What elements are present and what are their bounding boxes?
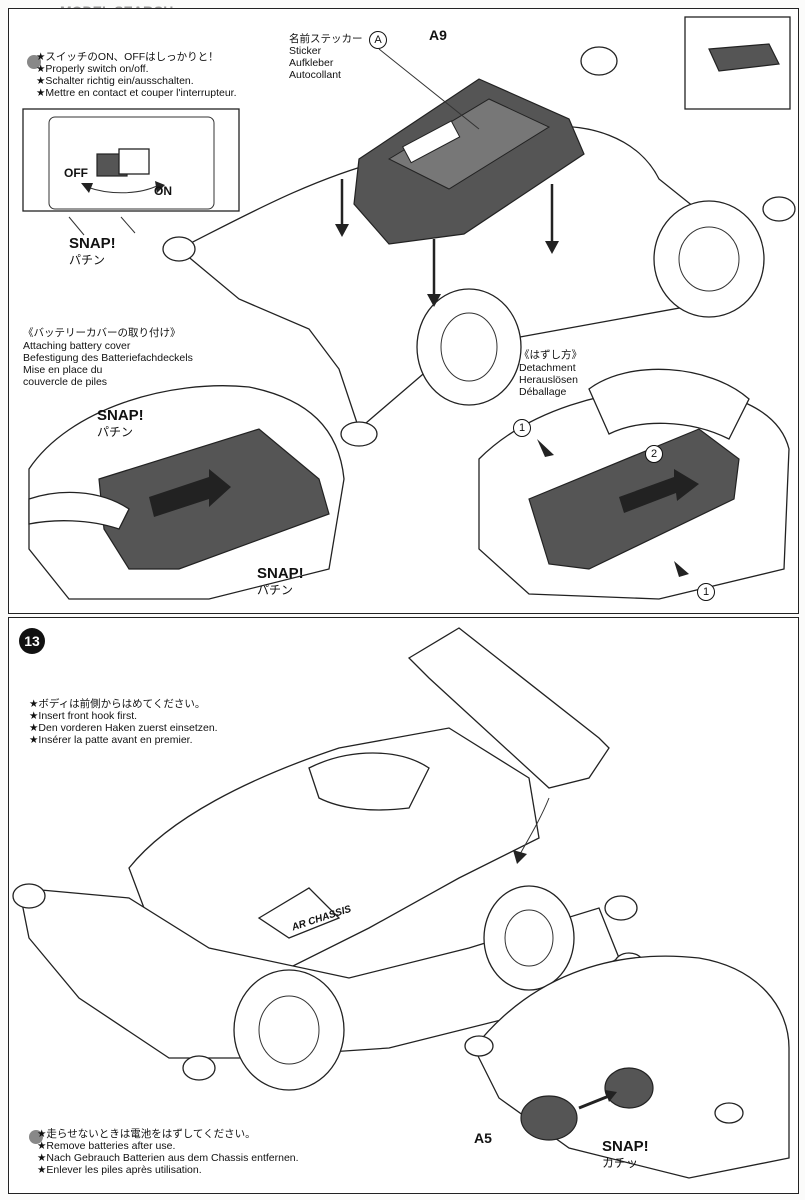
insert-arrow-icon — [518, 797, 550, 857]
front-wheel-icon — [416, 288, 522, 406]
roller-13-3 — [604, 895, 638, 921]
switch-note-en: ★Properly switch on/off. — [36, 63, 149, 75]
snap-battery-text: SNAP! — [602, 1138, 649, 1155]
canopy — [308, 752, 430, 811]
detach-title-fr: Déballage — [519, 386, 567, 398]
tip-dot-icon-2 — [29, 1130, 43, 1144]
step13-illustration — [12, 627, 790, 1179]
step-num-1b: 1 — [697, 583, 715, 601]
battery-note-fr: ★Enlever les piles après utilisation. — [37, 1164, 202, 1176]
snap-attach-bottom: SNAP! パチン — [257, 565, 304, 599]
battery-cap-installed — [604, 1067, 654, 1109]
snap-attach-top-jp: パチン — [97, 425, 134, 439]
body-shell — [128, 727, 540, 979]
slide-arrow-icon — [149, 469, 231, 517]
body-note-de: ★Den vorderen Haken zuerst einsetzen. — [29, 722, 218, 734]
roller-icon-2 — [762, 196, 796, 222]
attach-title-fr2: couvercle de piles — [23, 376, 108, 388]
sticker-label-de: Aufkleber — [289, 57, 334, 69]
part-a5-label: A5 — [474, 1130, 492, 1146]
step-num-2: 2 — [645, 445, 663, 463]
sticker-label-jp: 名前ステッカー — [289, 33, 363, 45]
snap-attach-top: SNAP! パチン — [97, 407, 144, 441]
sticker-label-fr: Autocollant — [289, 69, 341, 81]
battery-note-jp: ★走らせないときは電池をはずしてください。 — [37, 1128, 256, 1140]
part-a5-cap — [520, 1095, 578, 1141]
switch-on-mark: ON — [123, 158, 137, 168]
snap-battery-jp: カチッ — [602, 1156, 639, 1170]
cap-arrow-icon — [578, 1094, 610, 1110]
snap-battery: SNAP! カチッ — [602, 1138, 649, 1172]
switch-arrow-icon — [86, 184, 160, 194]
roller-icon — [580, 46, 618, 76]
battery-note-de: ★Nach Gebrauch Batterien aus dem Chassis… — [37, 1152, 299, 1164]
snap-attach-bottom-jp: パチン — [257, 583, 294, 597]
switch-note-de: ★Schalter richtig ein/ausschalten. — [36, 75, 194, 87]
body-note-fr: ★Insérer la patte avant en premier. — [29, 734, 193, 746]
tip-dot-icon — [27, 55, 41, 69]
sticker-area — [402, 120, 461, 164]
step-num-1: 1 — [513, 419, 531, 437]
attach-title-en: Attaching battery cover — [23, 340, 131, 352]
roller-13-2 — [182, 1055, 216, 1081]
finger-icon — [28, 491, 130, 530]
detach-title-en: Detachment — [519, 362, 576, 374]
snap-switch-jp: パチン — [69, 253, 106, 267]
body-note-en: ★Insert front hook first. — [29, 710, 138, 722]
attach-title-jp: 《バッテリーカバーの取り付け》 — [23, 327, 181, 339]
detach-title-jp: 《はずし方》 — [519, 349, 582, 361]
sticker-label-en: Sticker — [289, 45, 322, 57]
sticker-ref-badge: A — [369, 31, 387, 49]
snap-switch-text: SNAP! — [69, 235, 116, 252]
step12-illustration — [22, 16, 796, 600]
finger-icon-2 — [588, 368, 750, 440]
switch-on-label: ON — [154, 184, 172, 198]
part-a9-label: A9 — [429, 27, 447, 43]
step13-panel: 13 ★ボディは前側からはめてください。 ★Insert front hook … — [8, 617, 799, 1194]
front-wheel-13 — [233, 969, 345, 1091]
snap-switch: SNAP! パチン — [69, 235, 116, 269]
switch-note-jp: ★スイッチのON、OFFはしっかりと！ — [36, 51, 219, 63]
body-note-jp: ★ボディは前側からはめてください。 — [29, 698, 206, 710]
snap-attach-bottom-text: SNAP! — [257, 565, 304, 582]
roller-icon-3 — [340, 421, 378, 447]
roller-13-1 — [12, 883, 46, 909]
switch-off-label: OFF — [64, 166, 88, 180]
snap-attach-top-text: SNAP! — [97, 407, 144, 424]
step-13-badge: 13 — [19, 628, 45, 654]
rear-wing — [407, 627, 610, 789]
pull-arrow-icon — [619, 469, 699, 513]
attach-title-de: Befestigung des Batteriefachdeckels — [23, 352, 193, 364]
rear-wheel-icon — [653, 200, 765, 318]
step12-panel: ★スイッチのON、OFFはしっかりと！ ★Properly switch on/… — [8, 8, 799, 614]
attach-title-fr1: Mise en place du — [23, 364, 103, 376]
roller-icon-4 — [162, 236, 196, 262]
detach-title-de: Herauslösen — [519, 374, 578, 386]
switch-note-fr: ★Mettre en contact et couper l'interrupt… — [36, 87, 237, 99]
battery-note-en: ★Remove batteries after use. — [37, 1140, 176, 1152]
rear-wheel-13 — [483, 885, 575, 991]
